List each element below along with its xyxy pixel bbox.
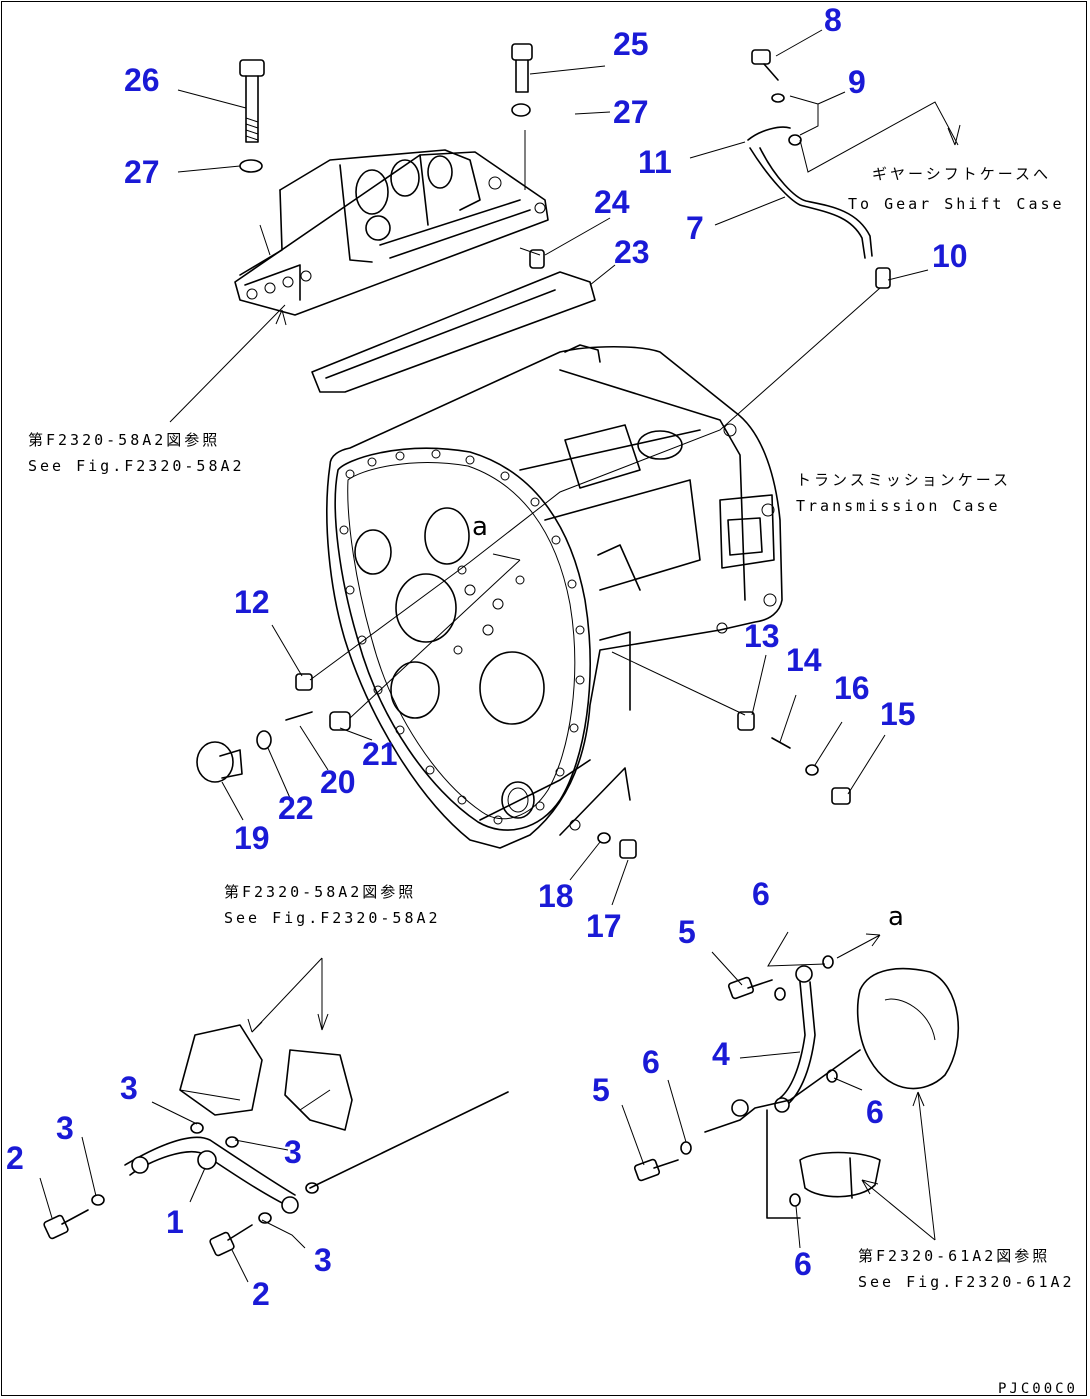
callout-9: 9 xyxy=(848,64,866,100)
callout-15: 15 xyxy=(880,696,916,732)
plugs-and-seals-drawing xyxy=(196,673,851,859)
callout-22: 22 xyxy=(278,790,314,826)
note-transmission-case-jp: トランスミッションケース xyxy=(796,471,1011,489)
note-gear-shift-case-en: To Gear Shift Case xyxy=(848,195,1065,213)
callout-2-bottom: 2 xyxy=(252,1276,270,1312)
callout-6-right: 6 xyxy=(866,1094,884,1130)
callout-5-top: 5 xyxy=(678,914,696,950)
top-fasteners-drawing xyxy=(239,43,545,269)
callout-4: 4 xyxy=(712,1036,730,1072)
callout-21: 21 xyxy=(362,736,398,772)
callout-20: 20 xyxy=(320,764,356,800)
note-gear-shift-case-jp: ギヤーシフトケースへ xyxy=(872,165,1051,183)
note-ref-left-en: See Fig.F2320-58A2 xyxy=(224,909,441,927)
callout-3-upper: 3 xyxy=(120,1070,138,1106)
leader-lines xyxy=(39,29,961,1283)
callout-12: 12 xyxy=(234,584,270,620)
note-ref-right-jp: 第F2320-61A2図参照 xyxy=(858,1247,1051,1265)
callout-5-bottom: 5 xyxy=(592,1072,610,1108)
callout-19: 19 xyxy=(234,820,270,856)
callout-1: 1 xyxy=(166,1204,184,1240)
callout-16: 16 xyxy=(834,670,870,706)
callout-11: 11 xyxy=(638,144,672,180)
right-assembly-drawing xyxy=(633,955,960,1219)
transmission-case-drawing xyxy=(326,344,783,849)
pipe-assembly-drawing xyxy=(747,49,891,289)
callout-6-top: 6 xyxy=(752,876,770,912)
note-ref-left: 第F2320-58A2図参照 See Fig.F2320-58A2 xyxy=(224,882,441,928)
callout-25: 25 xyxy=(613,26,649,62)
valve-cover-drawing xyxy=(234,149,549,316)
callout-13: 13 xyxy=(744,618,780,654)
note-ref-right-en: See Fig.F2320-61A2 xyxy=(858,1273,1075,1291)
callout-27-right: 27 xyxy=(613,94,649,130)
note-ref-right: 第F2320-61A2図参照 See Fig.F2320-61A2 xyxy=(858,1246,1075,1292)
note-ref-left-jp: 第F2320-58A2図参照 xyxy=(224,883,417,901)
callout-2-left: 2 xyxy=(6,1140,24,1176)
callout-23: 23 xyxy=(614,234,650,270)
note-ref-top: 第F2320-58A2図参照 See Fig.F2320-58A2 xyxy=(28,430,245,476)
callout-17: 17 xyxy=(586,908,622,944)
gasket-drawing xyxy=(311,271,596,393)
callout-14: 14 xyxy=(786,642,822,678)
callout-3-left: 3 xyxy=(56,1110,74,1146)
note-gear-shift-case: ギヤーシフトケースへ xyxy=(872,164,1051,184)
callout-6-bottom: 6 xyxy=(794,1246,812,1282)
drawing-code: PJC00C0 xyxy=(997,1381,1078,1397)
marker-a-lower: a xyxy=(888,902,904,932)
callout-18: 18 xyxy=(538,878,574,914)
note-ref-top-jp: 第F2320-58A2図参照 xyxy=(28,431,221,449)
callout-8: 8 xyxy=(824,2,842,38)
callout-10: 10 xyxy=(932,238,968,274)
callout-26: 26 xyxy=(124,62,160,98)
callout-6-mid: 6 xyxy=(642,1044,660,1080)
callout-3-right: 3 xyxy=(284,1134,302,1170)
callout-27-left: 27 xyxy=(124,154,160,190)
callout-3-bottom: 3 xyxy=(314,1242,332,1278)
note-transmission-case: トランスミッションケース Transmission Case xyxy=(796,470,1011,516)
note-ref-top-en: See Fig.F2320-58A2 xyxy=(28,457,245,475)
callout-7: 7 xyxy=(686,210,704,246)
marker-a-upper: a xyxy=(472,512,488,542)
note-transmission-case-en: Transmission Case xyxy=(796,497,1001,515)
note-gear-shift-case-en-wrap: To Gear Shift Case xyxy=(848,194,1065,214)
left-linkage-drawing xyxy=(43,1024,509,1257)
callout-24: 24 xyxy=(594,184,630,220)
